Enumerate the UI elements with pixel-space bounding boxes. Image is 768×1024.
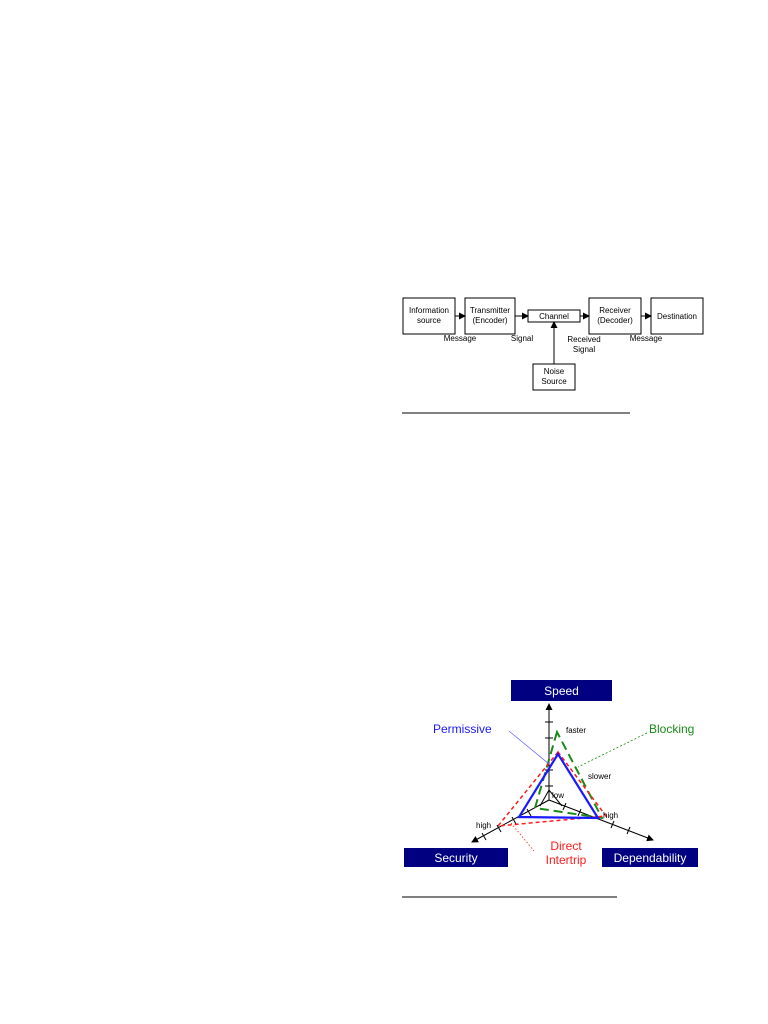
information-source-label-1: Information bbox=[409, 306, 449, 315]
direct-intertrip-label-1: Direct bbox=[550, 839, 582, 853]
permissive-leader bbox=[508, 730, 550, 765]
destination-box: Destination bbox=[650, 297, 704, 335]
permissive-label: Permissive bbox=[433, 722, 492, 736]
faster-label: faster bbox=[566, 726, 586, 735]
dependability-category: Dependability bbox=[602, 848, 698, 867]
direct-intertrip-leader bbox=[510, 822, 535, 852]
information-source-label-2: source bbox=[417, 316, 442, 325]
low-label: low bbox=[552, 791, 564, 800]
dependability-axis-ticks bbox=[562, 802, 631, 835]
blocking-leader bbox=[577, 732, 648, 768]
receiver-label-1: Receiver bbox=[599, 306, 631, 315]
signal-label: Signal bbox=[511, 334, 533, 343]
receiver-box: Receiver (Decoder) bbox=[588, 297, 642, 335]
speed-category-label: Speed bbox=[544, 684, 579, 698]
direct-intertrip-label-2: Intertrip bbox=[546, 853, 587, 867]
speed-category-box bbox=[511, 680, 612, 701]
high-left-label: high bbox=[476, 821, 491, 830]
blocking-triangle bbox=[533, 729, 604, 820]
inner-mark bbox=[539, 789, 563, 807]
message-label-1: Message bbox=[444, 334, 477, 343]
information-source-box: Information source bbox=[402, 297, 456, 335]
security-category-label: Security bbox=[434, 851, 477, 865]
receiver-label-2: (Decoder) bbox=[597, 316, 633, 325]
tradeoff-diagram: Speed Security Dependability bbox=[404, 680, 698, 867]
channel-box: Channel bbox=[527, 309, 581, 323]
dependability-category-label: Dependability bbox=[614, 851, 687, 865]
transmitter-box: Transmitter (Encoder) bbox=[464, 297, 516, 335]
dependability-category-box bbox=[602, 848, 698, 867]
message-label-2: Message bbox=[630, 334, 663, 343]
destination-label: Destination bbox=[657, 312, 697, 321]
transmitter-label-2: (Encoder) bbox=[472, 316, 507, 325]
transmitter-label-1: Transmitter bbox=[470, 306, 510, 315]
noise-source-label-1: Noise bbox=[544, 367, 565, 376]
slower-label: slower bbox=[588, 772, 611, 781]
high-right-label: high bbox=[603, 811, 618, 820]
blocking-label: Blocking bbox=[649, 722, 694, 736]
channel-label: Channel bbox=[539, 312, 569, 321]
security-axis-ticks bbox=[481, 808, 532, 841]
security-category-box bbox=[404, 848, 508, 867]
security-category: Security bbox=[404, 848, 508, 867]
noise-source-label-2: Source bbox=[541, 377, 567, 386]
noise-source-box: Noise Source bbox=[532, 363, 576, 391]
received-signal-label-1: Received bbox=[567, 335, 600, 344]
communication-diagram: Information source Transmitter (Encoder)… bbox=[402, 297, 704, 391]
dependability-axis bbox=[548, 799, 654, 842]
direct-intertrip-triangle bbox=[496, 750, 608, 827]
speed-category: Speed bbox=[511, 680, 612, 701]
received-signal-label-2: Signal bbox=[573, 345, 595, 354]
permissive-triangle bbox=[517, 751, 601, 820]
